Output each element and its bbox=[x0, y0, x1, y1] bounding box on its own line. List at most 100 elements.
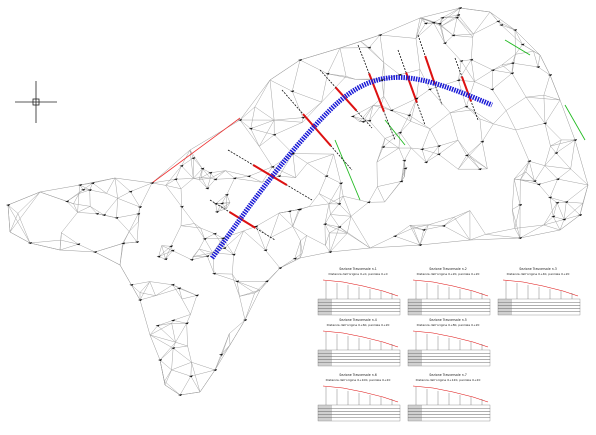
mesh-edge bbox=[339, 216, 352, 228]
mesh-edge bbox=[269, 79, 293, 92]
profile-table-header-cell bbox=[318, 405, 332, 409]
mesh-edge bbox=[466, 155, 480, 170]
mesh-edge bbox=[391, 98, 417, 111]
mesh-edge bbox=[474, 69, 493, 82]
mesh-edge bbox=[443, 216, 455, 227]
mesh-edge bbox=[439, 7, 461, 24]
mesh-edge bbox=[172, 250, 192, 260]
survey-point bbox=[469, 58, 474, 61]
mesh-edge bbox=[175, 178, 194, 180]
survey-point bbox=[378, 34, 382, 36]
mesh-edge bbox=[458, 59, 472, 81]
mesh-edge bbox=[78, 244, 96, 253]
mesh-edge bbox=[520, 179, 539, 185]
mesh-edge bbox=[570, 139, 576, 170]
mesh-edge bbox=[181, 206, 195, 224]
mesh-edge bbox=[181, 165, 194, 179]
profile-table-header-cell bbox=[498, 302, 512, 306]
mesh-edge bbox=[61, 232, 79, 245]
cross-section-line bbox=[357, 44, 396, 141]
mesh-edge bbox=[469, 155, 480, 170]
mesh-edge bbox=[139, 281, 150, 293]
survey-point bbox=[535, 65, 540, 68]
mesh-edge bbox=[78, 189, 84, 194]
survey-point bbox=[427, 88, 432, 91]
mesh-edge bbox=[538, 178, 558, 185]
mesh-edge bbox=[515, 123, 546, 131]
mesh-edge bbox=[172, 314, 191, 321]
mesh-edge bbox=[456, 7, 461, 18]
mesh-edge bbox=[485, 234, 521, 239]
mesh-edge bbox=[221, 194, 227, 204]
mesh-edge bbox=[564, 214, 581, 220]
mesh-edge bbox=[377, 186, 385, 203]
mesh-edge bbox=[164, 369, 172, 386]
mesh-edge bbox=[158, 245, 162, 257]
mesh-edge bbox=[543, 216, 554, 226]
mesh-edge bbox=[199, 248, 213, 254]
mesh-edge bbox=[175, 165, 182, 180]
mesh-edge bbox=[221, 344, 231, 357]
profile-subtitle: Distanza dall'origine 0+60, parziale 0+2… bbox=[327, 323, 390, 327]
square-pickbox-icon bbox=[32, 98, 40, 106]
mesh-edge bbox=[399, 115, 410, 133]
mesh-edge bbox=[330, 203, 340, 215]
mesh-edge bbox=[78, 189, 90, 194]
mesh-edge bbox=[360, 41, 384, 63]
profile-title: Sezione Trasversale n.4 bbox=[339, 318, 377, 322]
mesh-edge bbox=[543, 224, 561, 231]
mesh-edge bbox=[73, 203, 78, 213]
mesh-edge bbox=[404, 147, 412, 161]
mesh-edge bbox=[327, 73, 347, 77]
mesh-edge bbox=[544, 99, 561, 124]
survey-point bbox=[205, 255, 210, 258]
mesh-edge bbox=[472, 33, 474, 38]
road-alignment-axis bbox=[209, 75, 493, 260]
mesh-edge bbox=[461, 59, 472, 62]
mesh-edge bbox=[515, 51, 534, 55]
mesh-edge bbox=[299, 59, 328, 74]
mesh-edge bbox=[555, 152, 571, 170]
survey-point bbox=[202, 237, 207, 240]
survey-point bbox=[542, 122, 547, 125]
mesh-edge bbox=[324, 224, 330, 233]
mesh-edge bbox=[60, 239, 79, 245]
tin-mesh bbox=[7, 7, 589, 396]
mesh-edge bbox=[553, 216, 561, 231]
alignment-axis-line bbox=[209, 75, 493, 260]
mesh-edge bbox=[225, 170, 249, 177]
mesh-edge bbox=[9, 213, 19, 233]
ground-profile-line bbox=[412, 385, 489, 403]
mesh-edge bbox=[212, 252, 234, 255]
survey-point bbox=[277, 175, 282, 178]
mesh-edge bbox=[299, 253, 303, 259]
profile-subtitle: Distanza dall'origine 0+20, parziale 0+2… bbox=[417, 272, 480, 276]
profile-table-header-cell bbox=[318, 411, 332, 415]
survey-point bbox=[436, 153, 441, 156]
survey-point bbox=[451, 34, 456, 37]
mesh-edge bbox=[453, 17, 458, 36]
terrain-boundary bbox=[7, 7, 589, 396]
mesh-edge bbox=[557, 168, 571, 180]
mesh-edge bbox=[216, 202, 231, 213]
mesh-edge bbox=[239, 296, 246, 321]
mesh-edge bbox=[339, 226, 348, 234]
mesh-edge bbox=[514, 161, 530, 180]
mesh-edge bbox=[224, 247, 234, 255]
survey-point bbox=[551, 215, 556, 218]
survey-point bbox=[536, 183, 541, 186]
profile-title: Sezione Trasversale n.3 bbox=[519, 267, 557, 271]
survey-point bbox=[298, 208, 303, 211]
survey-point bbox=[520, 43, 525, 46]
survey-point bbox=[325, 72, 330, 75]
boundary-red-line bbox=[151, 117, 241, 184]
mesh-edge bbox=[234, 176, 249, 179]
